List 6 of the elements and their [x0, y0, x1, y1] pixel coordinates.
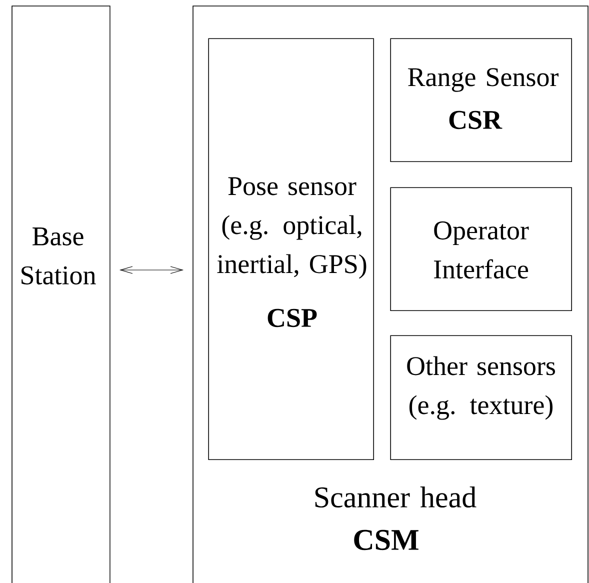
block-box: Other sensors (e.g. texture) [390, 335, 572, 460]
block-box: Base Station [12, 6, 110, 583]
block-box: Pose sensor (e.g. optical, inertial, GPS) CSP [208, 38, 374, 460]
block-box: Range Sensor CSR [390, 38, 572, 162]
arrow [119, 266, 184, 274]
block-box: Operator Interface [390, 187, 572, 311]
